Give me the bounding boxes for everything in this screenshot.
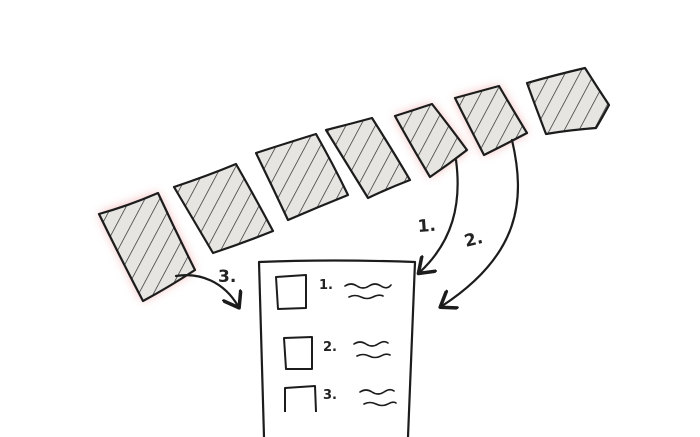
step-label-3: 3.: [218, 267, 236, 287]
item-scribble-2a: [353, 340, 389, 347]
list-item: 3.: [284, 385, 397, 413]
document-list: 1. 2. 3.: [257, 259, 417, 437]
step-labels: 1. 2. 3.: [218, 216, 485, 287]
tile-5: [393, 102, 469, 179]
tile-7: [525, 66, 611, 136]
tile-6: [453, 84, 529, 157]
item-scribble-2b: [356, 353, 391, 359]
list-item: 2.: [283, 336, 391, 370]
arrow-step-2: [442, 138, 520, 306]
document-outline: [257, 259, 417, 437]
arrow-step-1: [420, 158, 459, 272]
arrow-step-3: [174, 274, 238, 306]
step-label-1: 1.: [417, 216, 437, 237]
step-label-2: 2.: [462, 228, 485, 252]
item-thumbnail-1: [275, 274, 307, 310]
item-scribble-3a: [359, 388, 395, 395]
tile-3: [254, 132, 350, 222]
list-item: 1.: [275, 274, 392, 310]
item-thumbnail-2: [283, 336, 313, 370]
tile-strip: [97, 66, 611, 303]
tile-4: [324, 116, 412, 200]
step-arrows: [174, 138, 520, 306]
tile-1: [97, 191, 197, 303]
list-item-label-1: 1.: [319, 278, 333, 293]
list-item-label-2: 2.: [323, 340, 337, 355]
list-item-label-3: 3.: [323, 388, 337, 403]
item-scribble-1b: [348, 294, 384, 300]
item-scribble-1a: [344, 283, 392, 289]
tile-2: [172, 162, 275, 255]
item-scribble-3b: [363, 401, 397, 407]
